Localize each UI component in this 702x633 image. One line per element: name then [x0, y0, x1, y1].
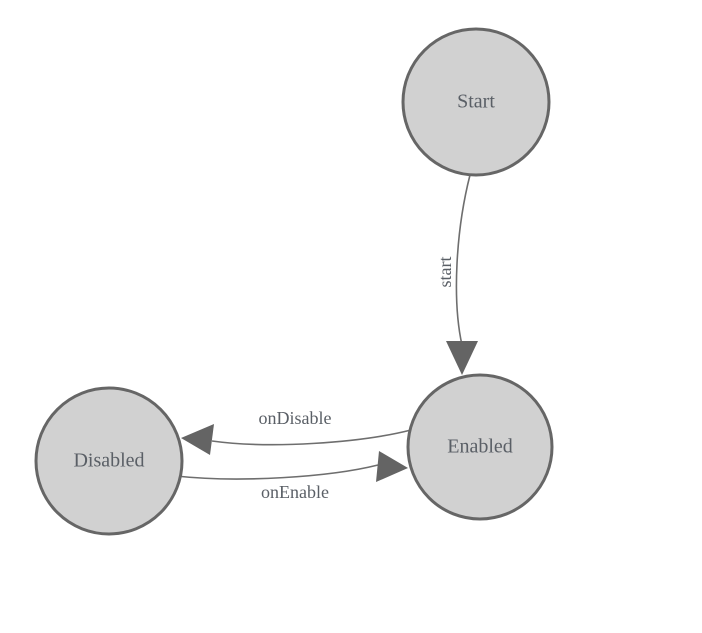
state-node-enabled-circle [406, 373, 554, 521]
state-node-disabled[interactable]: Disabled [34, 386, 184, 536]
edge-enabled-to-disabled[interactable]: onDisable [181, 408, 412, 455]
state-node-start-circle [401, 27, 551, 177]
state-node-enabled[interactable]: Enabled [406, 373, 554, 521]
edge-start-to-enabled-path [455, 174, 471, 346]
edge-enabled-to-disabled-arrowhead [181, 424, 214, 455]
edge-start-to-enabled-arrowhead [446, 341, 478, 375]
edge-start-to-enabled[interactable]: start [435, 174, 478, 375]
state-node-enabled-label: Enabled [447, 436, 513, 458]
edge-disabled-to-enabled[interactable]: onEnable [175, 451, 408, 502]
edge-disabled-to-enabled-arrowhead [376, 451, 408, 482]
state-node-disabled-circle [34, 386, 184, 536]
state-node-start[interactable]: Start [401, 27, 551, 177]
edge-label-on-enable: onEnable [261, 482, 329, 502]
edge-disabled-to-enabled-path [175, 464, 379, 480]
edge-enabled-to-disabled-path [211, 429, 412, 446]
edge-label-start: start [435, 257, 455, 288]
state-node-disabled-label: Disabled [73, 450, 144, 472]
edge-label-on-disable: onDisable [259, 408, 332, 428]
state-node-start-label: Start [457, 91, 495, 113]
